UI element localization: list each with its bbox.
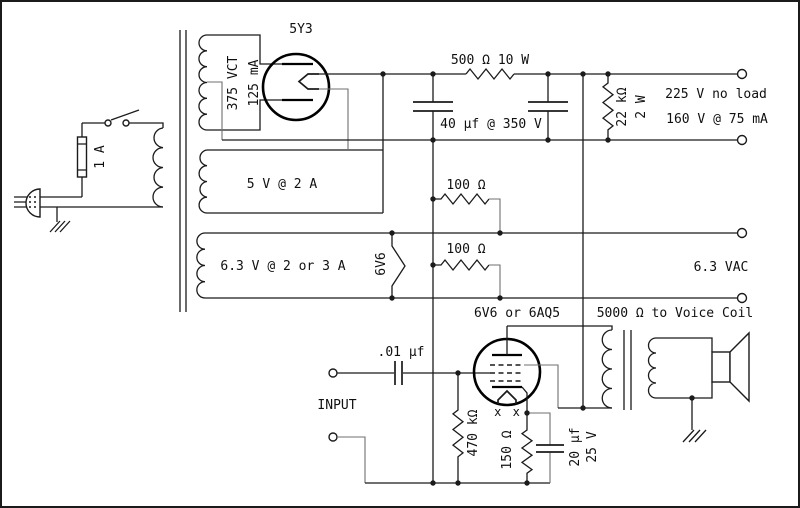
- transformer-core-icon: [179, 30, 187, 312]
- label-bypass-cap-value: 20 µf: [568, 427, 583, 466]
- label-filter-caps: 40 µf @ 350 V: [440, 117, 542, 132]
- resistor-icon: [520, 413, 534, 483]
- plug-body-icon: [25, 188, 41, 218]
- label-output-tube: 6V6 or 6AQ5: [474, 306, 560, 321]
- wire-cathode: [521, 386, 528, 413]
- label-heater-supply: 6.3 VAC: [694, 260, 749, 275]
- winding-5v-box: [207, 74, 384, 214]
- winding-6v-icon: [196, 232, 206, 299]
- wire-screen: [524, 364, 559, 408]
- filter-cap-2: [528, 74, 568, 140]
- capacitor-icon: [413, 101, 453, 112]
- wire: [337, 436, 366, 483]
- filament-chevron-icon: [497, 389, 517, 404]
- label-coupling-cap: .01 µf: [378, 345, 425, 360]
- label-filament-pins: x x: [494, 405, 522, 419]
- label-input: INPUT: [317, 398, 356, 413]
- input-jack-hot: [328, 368, 338, 378]
- capacitor-icon: [394, 361, 403, 385]
- grids-icon: [490, 364, 524, 382]
- power-transformer: [152, 30, 406, 312]
- wire-plate-to-primary: [507, 325, 613, 330]
- label-bplus-noload: 225 V no load: [665, 87, 767, 102]
- line-fuse: [76, 123, 88, 197]
- filter-resistor-icon: [465, 67, 515, 81]
- plug-face-dots: [29, 196, 36, 208]
- junction-dots: [380, 71, 695, 486]
- capacitor-icon: [528, 101, 568, 112]
- terminal-bplus: [736, 68, 748, 80]
- ot-secondary-icon: [647, 337, 657, 399]
- switch-blade-icon: [110, 109, 140, 121]
- label-winding-6v: 6.3 V @ 2 or 3 A: [220, 259, 345, 274]
- primary-winding-icon: [152, 127, 164, 208]
- hum-resistor-2: [433, 258, 501, 298]
- plug-prongs-icon: [14, 196, 27, 208]
- label-cathode-resistor: 150 Ω: [500, 430, 515, 469]
- label-bplus-load: 160 V @ 75 mA: [666, 112, 768, 127]
- ground-icon: [682, 429, 707, 443]
- label-grid-resistor: 470 kΩ: [466, 409, 481, 456]
- ground-icon: [49, 220, 71, 233]
- rectifier-tube-5y3: [261, 52, 349, 150]
- label-hum-resistor-2: 100 Ω: [446, 242, 485, 257]
- label-bleeder-resistance: 22 kΩ: [615, 87, 630, 126]
- power-switch: [82, 109, 140, 127]
- label-hv-winding-voltage: 375 VCT: [226, 55, 241, 110]
- ot-primary-icon: [601, 329, 613, 409]
- label-winding-5v: 5 V @ 2 A: [247, 177, 318, 192]
- terminal-bminus: [736, 134, 748, 146]
- heater-chevron-icon: [391, 233, 406, 298]
- terminal-heater-2: [736, 292, 748, 304]
- bleeder-resistor: [601, 74, 615, 140]
- chassis-ground-plug: [49, 207, 71, 233]
- output-transformer: [507, 325, 713, 410]
- grid-resistor: [451, 373, 465, 483]
- speaker-ground: [682, 398, 707, 443]
- wire-filament-return: [319, 88, 349, 150]
- label-fuse: 1 A: [93, 145, 108, 169]
- winding-6v-box: [205, 232, 392, 299]
- ac-plug: [14, 188, 41, 218]
- wire-hv-bottom: [207, 99, 282, 131]
- ot-core-icon: [623, 330, 632, 410]
- label-output-transformer: 5000 Ω to Voice Coil: [597, 306, 754, 321]
- wire: [40, 122, 164, 208]
- label-bypass-cap-voltage: 25 V: [585, 431, 600, 462]
- resistor-icon: [433, 192, 490, 206]
- label-heater-tube: 6V6: [374, 252, 389, 275]
- filament-icon: [297, 73, 319, 90]
- resistor-icon: [451, 373, 465, 483]
- label-hv-winding-current: 125 mA: [247, 59, 262, 106]
- terminal-heater-1: [736, 227, 748, 239]
- resistor-icon: [601, 74, 615, 140]
- wire-center-tap: [207, 81, 223, 140]
- input-jack-ground: [328, 432, 338, 442]
- cathode-resistor: [520, 413, 534, 483]
- label-bleeder-wattage: 2 W: [634, 95, 649, 119]
- hum-resistor-1: [433, 192, 501, 233]
- winding-5v-icon: [198, 149, 208, 214]
- hv-winding-icon: [198, 34, 208, 131]
- bypass-capacitor: [527, 412, 564, 483]
- filter-cap-1: [413, 74, 453, 140]
- output-tube-6v6: [472, 326, 559, 413]
- tube-envelope-icon: [261, 52, 331, 122]
- coupling-capacitor: [394, 361, 403, 385]
- label-hum-resistor-1: 100 Ω: [446, 178, 485, 193]
- wire-hv-top: [207, 34, 282, 65]
- wire-voice-coil: [656, 337, 713, 399]
- capacitor-icon: [536, 444, 564, 453]
- label-rectifier-tube: 5Y3: [289, 22, 312, 37]
- speaker-cone-icon: [729, 331, 750, 403]
- wire-heater-rails: [392, 232, 737, 299]
- resistor-icon: [433, 258, 490, 272]
- speaker-magnet-icon: [711, 351, 731, 383]
- label-filter-resistor: 500 Ω 10 W: [451, 53, 529, 68]
- speaker: [711, 331, 750, 403]
